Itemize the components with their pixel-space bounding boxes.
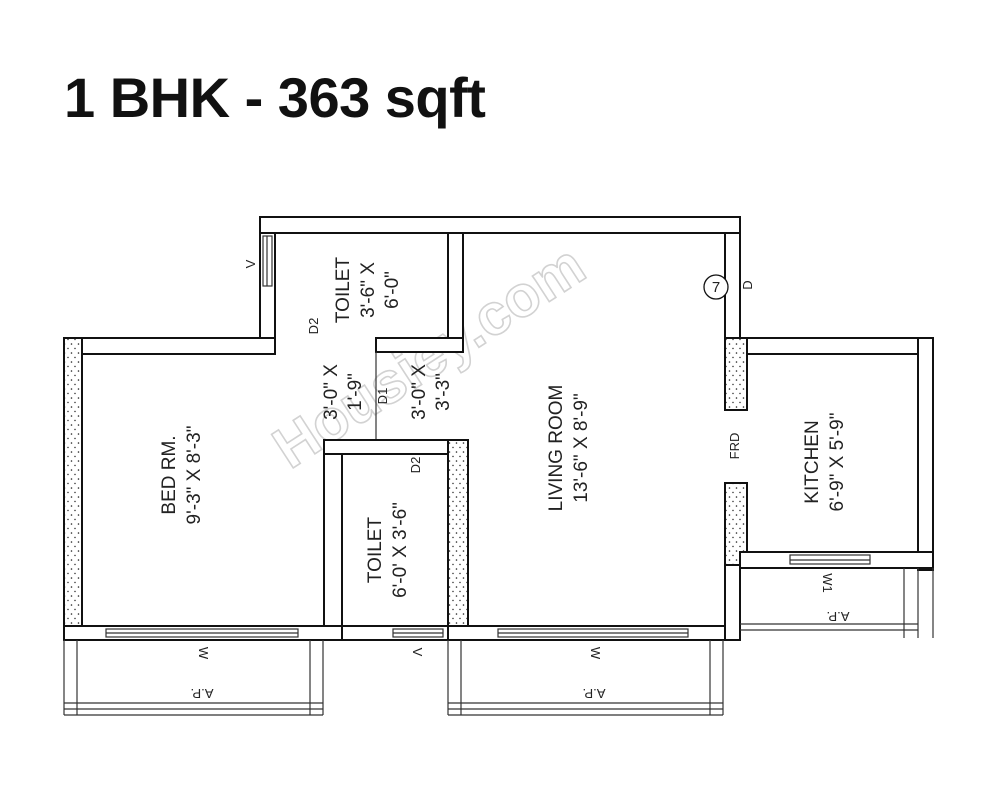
living-room-size: 13'-6" X 8'-9" [571, 393, 592, 502]
windows [105, 235, 871, 638]
toilet-upper-size-line1: 3'-6" X [358, 262, 379, 318]
walls [63, 216, 934, 641]
passage-left-size-line2: 1'-9" [345, 373, 366, 411]
ap-kitchen-label: A.P. [827, 609, 850, 624]
passage-left-size-line1: 3'-0" X [321, 364, 342, 420]
toilet-lower-size: 6'-0' X 3'-6" [390, 502, 411, 598]
page-title: 1 BHK - 363 sqft [64, 66, 486, 129]
bedroom-size: 9'-3" X 8'-3" [184, 426, 205, 525]
kitchen-size: 6'-9" X 5'-9" [827, 413, 848, 512]
vent-upper-label: V [243, 259, 258, 268]
unit-number: 7 [712, 279, 720, 296]
bedroom-name: BED RM. [159, 435, 180, 514]
toilet-upper-name: TOILET [333, 257, 354, 324]
window-kitchen-label: W1 [820, 573, 835, 593]
unit-number-circle [703, 274, 729, 300]
door-d1: D1 [375, 388, 390, 405]
living-room-name: LIVING ROOM [546, 385, 567, 512]
frd-label: FRD [727, 433, 742, 460]
vent-lower-label: V [410, 648, 425, 657]
door-d2-upper: D2 [306, 318, 321, 335]
window-bed-label: W [196, 647, 211, 660]
passage-right-size-line2: 3'-3" [433, 373, 454, 411]
ap-living-label: A.P. [583, 686, 606, 701]
ap-bed-label: A.P. [191, 686, 214, 701]
toilet-lower-name: TOILET [365, 517, 386, 584]
main-door-label: D [740, 280, 755, 289]
toilet-upper-size-line2: 6'-0" [382, 271, 403, 309]
door-d2-lower: D2 [408, 457, 423, 474]
architectural-projections [63, 568, 934, 716]
window-living-label: W [588, 647, 603, 660]
passage-right-size-line1: 3'-0" X [409, 364, 430, 420]
kitchen-name: KITCHEN [802, 420, 823, 503]
